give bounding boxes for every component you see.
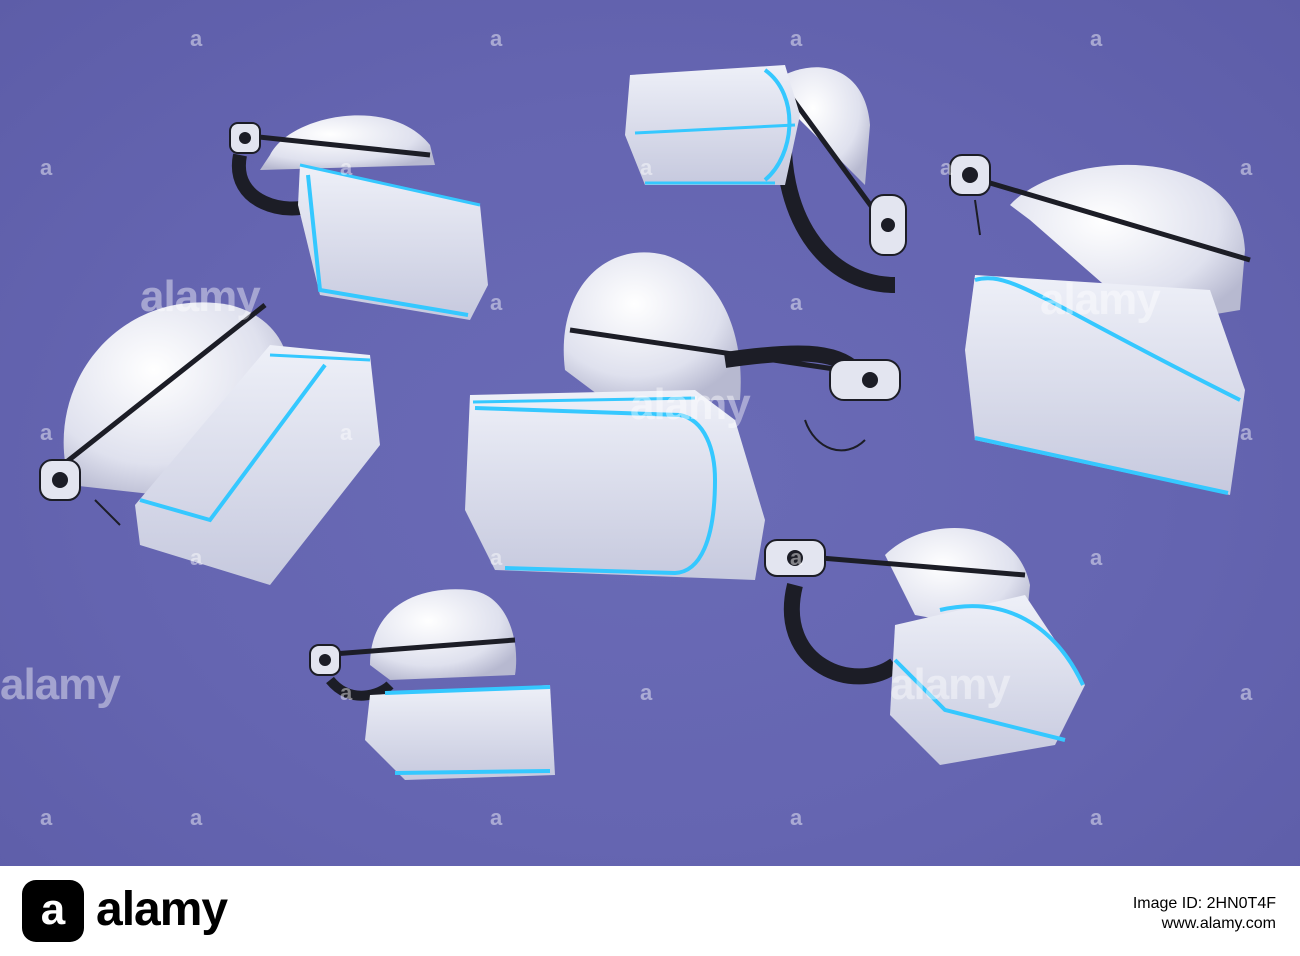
watermark-mark: a: [40, 420, 53, 445]
vr-headset: [625, 65, 907, 293]
watermark-mark: a: [1090, 545, 1103, 570]
watermark-mark: a: [190, 805, 203, 830]
watermark-text: alamy: [630, 380, 751, 429]
watermark-mark: a: [1240, 420, 1253, 445]
watermark-mark: a: [190, 545, 203, 570]
watermark-mark: a: [490, 26, 503, 51]
vr-headset: [465, 252, 901, 580]
watermark-mark: a: [190, 26, 203, 51]
attribution-footer: a alamy Image ID: 2HN0T4F www.alamy.com: [0, 866, 1300, 956]
logo-letter: a: [40, 885, 66, 934]
watermark-mark: a: [1090, 26, 1103, 51]
watermark-mark: a: [490, 290, 503, 315]
vr-headset: [229, 115, 488, 320]
watermark-mark: a: [340, 155, 353, 180]
watermark-mark: a: [1240, 680, 1253, 705]
headsets-illustration: [39, 65, 1251, 780]
vr-headset: [39, 302, 380, 585]
image-id: Image ID: 2HN0T4F www.alamy.com: [1133, 894, 1276, 934]
watermark-mark: a: [340, 680, 353, 705]
image-id-text: Image ID: 2HN0T4F: [1132, 895, 1276, 912]
site-url: www.alamy.com: [1161, 915, 1276, 932]
watermark-mark: a: [490, 545, 503, 570]
watermark-mark: a: [940, 155, 953, 180]
watermark-text: alamy: [0, 660, 121, 709]
watermark-mark: a: [40, 155, 53, 180]
watermark-mark: a: [1240, 155, 1253, 180]
watermark-mark: a: [1090, 805, 1103, 830]
watermark-mark: a: [790, 26, 803, 51]
vr-headset: [764, 527, 1085, 765]
watermark-text: alamy: [1040, 275, 1161, 324]
watermark-text: alamy: [140, 272, 261, 321]
watermark-mark: a: [790, 290, 803, 315]
watermark-mark: a: [640, 155, 653, 180]
stock-photo: alamy alamy alamy alamy alamy a a a a a …: [0, 0, 1300, 866]
brand-name: alamy: [96, 883, 228, 936]
vr-headset: [949, 154, 1251, 495]
watermark-mark: a: [640, 680, 653, 705]
watermark-mark: a: [790, 805, 803, 830]
watermark-mark: a: [790, 545, 803, 570]
watermark-mark: a: [340, 420, 353, 445]
watermark-mark: a: [490, 805, 503, 830]
vr-headset: [309, 589, 555, 780]
watermark-text: alamy: [890, 660, 1011, 709]
watermark-mark: a: [40, 805, 53, 830]
alamy-logo-icon: a: [22, 880, 84, 942]
